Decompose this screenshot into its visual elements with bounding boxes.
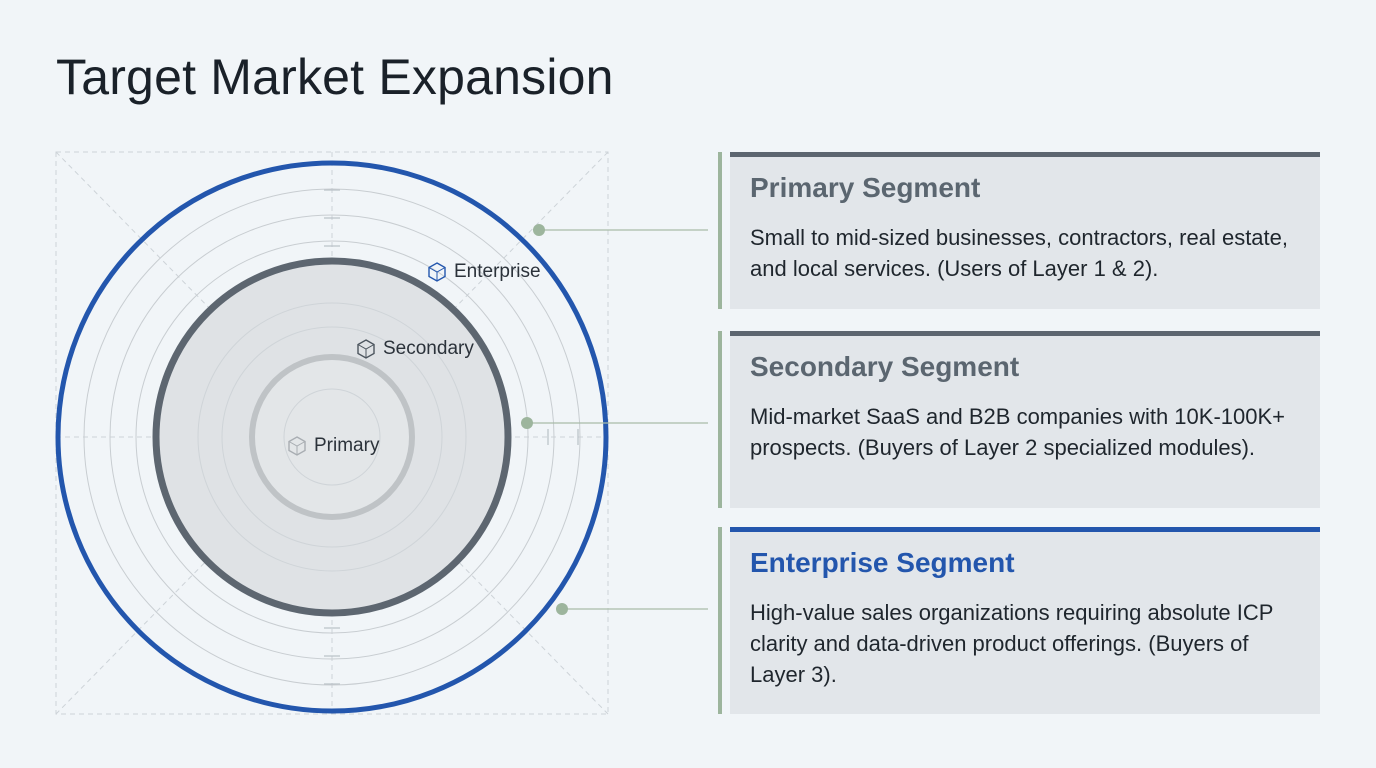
segment-title: Secondary Segment bbox=[750, 351, 1020, 382]
card-top-border bbox=[730, 331, 1320, 336]
page-title: Target Market Expansion bbox=[56, 49, 614, 105]
connectors bbox=[527, 229, 708, 610]
primary-ring bbox=[249, 354, 415, 520]
ring-label-secondary-text: Secondary bbox=[383, 338, 474, 359]
segment-title: Enterprise Segment bbox=[750, 547, 1015, 578]
segment-title: Primary Segment bbox=[750, 172, 981, 203]
segment-description: Mid-market SaaS and B2B companies with 1… bbox=[750, 404, 1286, 460]
segment-description: High-value sales organizations requiring… bbox=[750, 600, 1274, 687]
segment-card-enterprise: Enterprise Segment High-value sales orga… bbox=[730, 527, 1320, 714]
ring-label-primary: Primary bbox=[286, 435, 379, 457]
card-top-border bbox=[730, 152, 1320, 157]
hexagon-gem-icon bbox=[428, 262, 446, 282]
segment-description: Small to mid-sized businesses, contracto… bbox=[750, 225, 1289, 281]
ring-label-enterprise: Enterprise bbox=[426, 261, 541, 283]
connector-dots bbox=[521, 224, 568, 615]
segment-card-secondary: Secondary Segment Mid-market SaaS and B2… bbox=[730, 331, 1320, 508]
ring-label-enterprise-text: Enterprise bbox=[454, 261, 541, 282]
card-top-border bbox=[730, 527, 1320, 532]
ring-label-primary-text: Primary bbox=[314, 435, 380, 456]
guide-rings bbox=[83, 188, 581, 686]
hexagon-gem-icon bbox=[288, 436, 306, 456]
segment-card-primary: Primary Segment Small to mid-sized busin… bbox=[730, 152, 1320, 309]
enterprise-ring bbox=[55, 160, 609, 714]
ring-label-secondary: Secondary bbox=[355, 338, 474, 360]
hexagon-gem-icon bbox=[357, 339, 375, 359]
